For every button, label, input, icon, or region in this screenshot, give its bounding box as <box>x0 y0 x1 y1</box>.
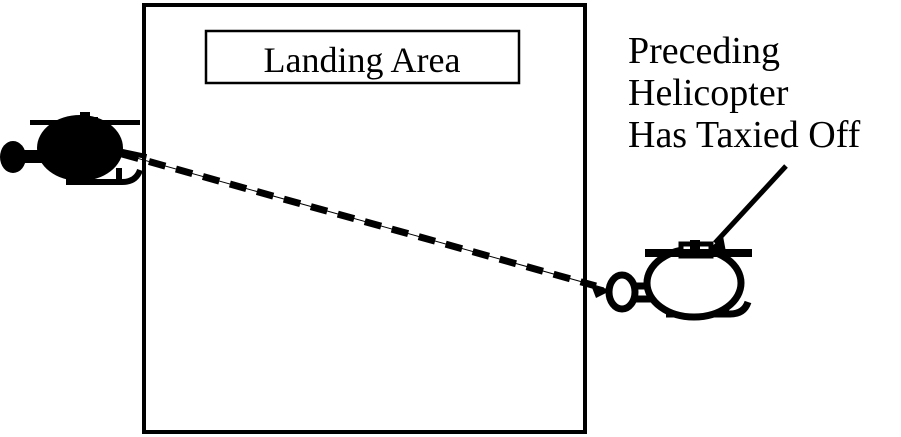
preceding-helicopter-body <box>643 245 745 321</box>
annotation-line-1: Preceding <box>628 30 780 72</box>
preceding-helicopter-tail-hub <box>605 271 639 313</box>
approaching-helicopter-skid <box>66 168 143 185</box>
approaching-helicopter-tail-rotor <box>116 147 148 160</box>
approach-path <box>121 150 612 298</box>
annotation-pointer-shaft <box>713 164 788 245</box>
approaching-helicopter-body <box>37 115 123 181</box>
approaching-helicopter <box>0 112 148 185</box>
landing-area-label: Landing Area <box>264 40 461 80</box>
annotation-pointer-arrowhead <box>706 236 726 252</box>
preceding-helicopter-main-rotor <box>645 249 752 257</box>
preceding-helicopter-rotor-mast <box>690 240 700 250</box>
annotation-line-3: Has Taxied Off <box>628 114 861 156</box>
approach-path-arrowhead <box>591 285 612 298</box>
landing-area-boundary <box>142 3 587 434</box>
approaching-helicopter-tail-hub <box>0 141 26 173</box>
approaching-helicopter-main-rotor <box>30 120 140 125</box>
annotation-line-2: Helicopter <box>628 72 789 114</box>
approaching-helicopter-skid-strut-right <box>116 168 122 182</box>
annotation-pointer-arrow <box>706 164 788 252</box>
preceding-helicopter <box>605 240 752 321</box>
approach-path-hairline <box>121 153 605 289</box>
landing-area-label-box <box>204 29 521 85</box>
preceding-helicopter-skid <box>666 300 752 318</box>
